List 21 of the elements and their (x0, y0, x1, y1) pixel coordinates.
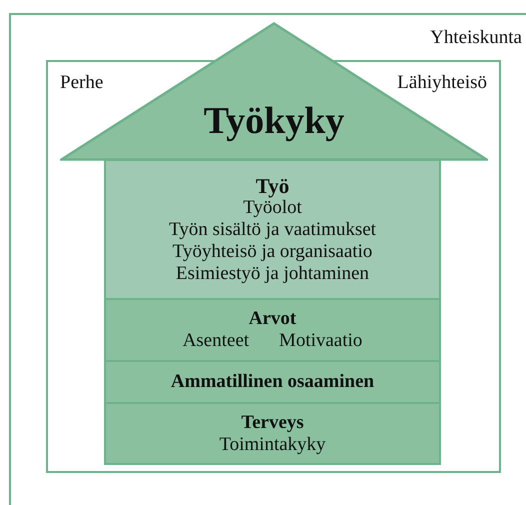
section-heading: Työ (256, 174, 290, 196)
floor-panel (104, 298, 441, 362)
item-text: Työolot (243, 196, 302, 218)
section-heading: Arvot (248, 308, 296, 330)
floor-panel (104, 360, 441, 404)
item-text: Toimintakyky (219, 434, 326, 456)
item-text: Asenteet (182, 330, 250, 352)
section-heading: Ammatillinen osaaminen (170, 371, 374, 393)
frame-label: Perhe (60, 72, 104, 94)
item-text: Työyhteisö ja organisaatio (172, 240, 372, 262)
item-text: Esimiestyö ja johtaminen (176, 262, 370, 284)
frame-label: Yhteiskunta (430, 27, 522, 49)
floor-panel (104, 402, 441, 465)
outer-frame (9, 13, 526, 505)
inner-frame (46, 60, 501, 473)
item-text: Työn sisältö ja vaatimukset (168, 218, 376, 240)
roof-title: Työkyky (204, 100, 344, 142)
section-heading: Terveys (241, 412, 304, 434)
frame-label: Lähiyhteisö (397, 72, 487, 94)
item-text: Motivaatio (279, 330, 362, 352)
floor-panel (104, 159, 441, 300)
